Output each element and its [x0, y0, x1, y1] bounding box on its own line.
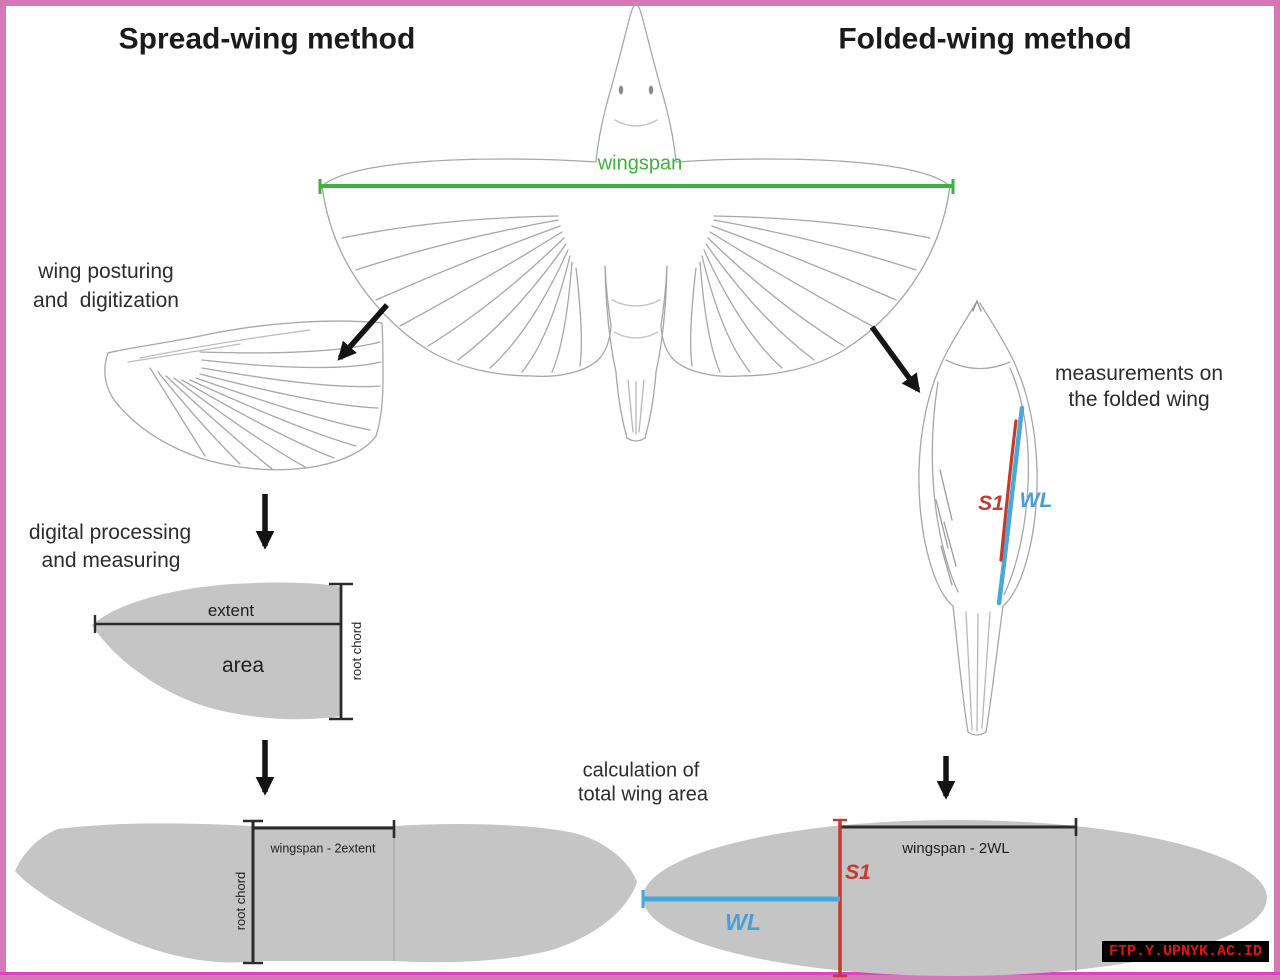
ellipse-measure-lines	[641, 818, 1078, 978]
wingspan-measure-line	[318, 179, 955, 194]
calc-total-area-line2: total wing area	[577, 783, 709, 806]
step-posturing-line2: and digitization	[33, 288, 179, 312]
border-inner-highlight	[0, 972, 1280, 975]
arrow-to-wing-posturing	[337, 303, 390, 361]
calc-total-area-line1: calculation of	[582, 759, 700, 782]
watermark-text: FTP.Y.UPNYK.AC.ID	[1108, 943, 1263, 960]
spread-bird-sketch	[321, 2, 951, 442]
s1-folded-label: S1	[978, 491, 1004, 515]
extent-label: extent	[207, 601, 255, 621]
folded-wing-measure-lines	[996, 405, 1025, 606]
wingspan-label: wingspan	[597, 152, 683, 175]
folded-bird-sketch	[918, 299, 1038, 736]
root-chord-bottom-label: root chord	[233, 871, 249, 931]
figure-canvas	[6, 6, 1274, 972]
title-folded-wing-method: Folded-wing method	[838, 22, 1132, 56]
step-processing-line1: digital processing	[28, 520, 192, 544]
s1-bottom-label: S1	[845, 860, 871, 884]
combined-shape-measure-lines	[243, 819, 396, 965]
wingspan-minus-2extent-label: wingspan - 2extent	[270, 841, 376, 856]
digitized-wing-shape	[92, 582, 341, 720]
total-area-ellipse	[643, 820, 1267, 976]
wl-bottom-label: WL	[725, 908, 761, 935]
lone-wing-sketch	[104, 320, 384, 471]
folded-note-line2: the folded wing	[1068, 387, 1210, 411]
flow-arrows	[255, 303, 956, 800]
wl-folded-label: WL	[1019, 488, 1053, 512]
root-chord-label: root chord	[349, 621, 365, 681]
title-spread-wing-method: Spread-wing method	[118, 22, 416, 56]
folded-note-line1: measurements on	[1054, 361, 1224, 385]
combined-wing-shape	[15, 823, 637, 963]
step-posturing-line1: wing posturing	[38, 259, 174, 283]
step-processing-line2: and measuring	[41, 548, 181, 572]
watermark-badge: FTP.Y.UPNYK.AC.ID	[1102, 941, 1269, 962]
wingspan-minus-2wl-label: wingspan - 2WL	[902, 840, 1010, 858]
arrow-to-folded-measure	[869, 325, 921, 394]
area-label: area	[221, 653, 265, 677]
extent-area-measure-lines	[93, 582, 353, 721]
